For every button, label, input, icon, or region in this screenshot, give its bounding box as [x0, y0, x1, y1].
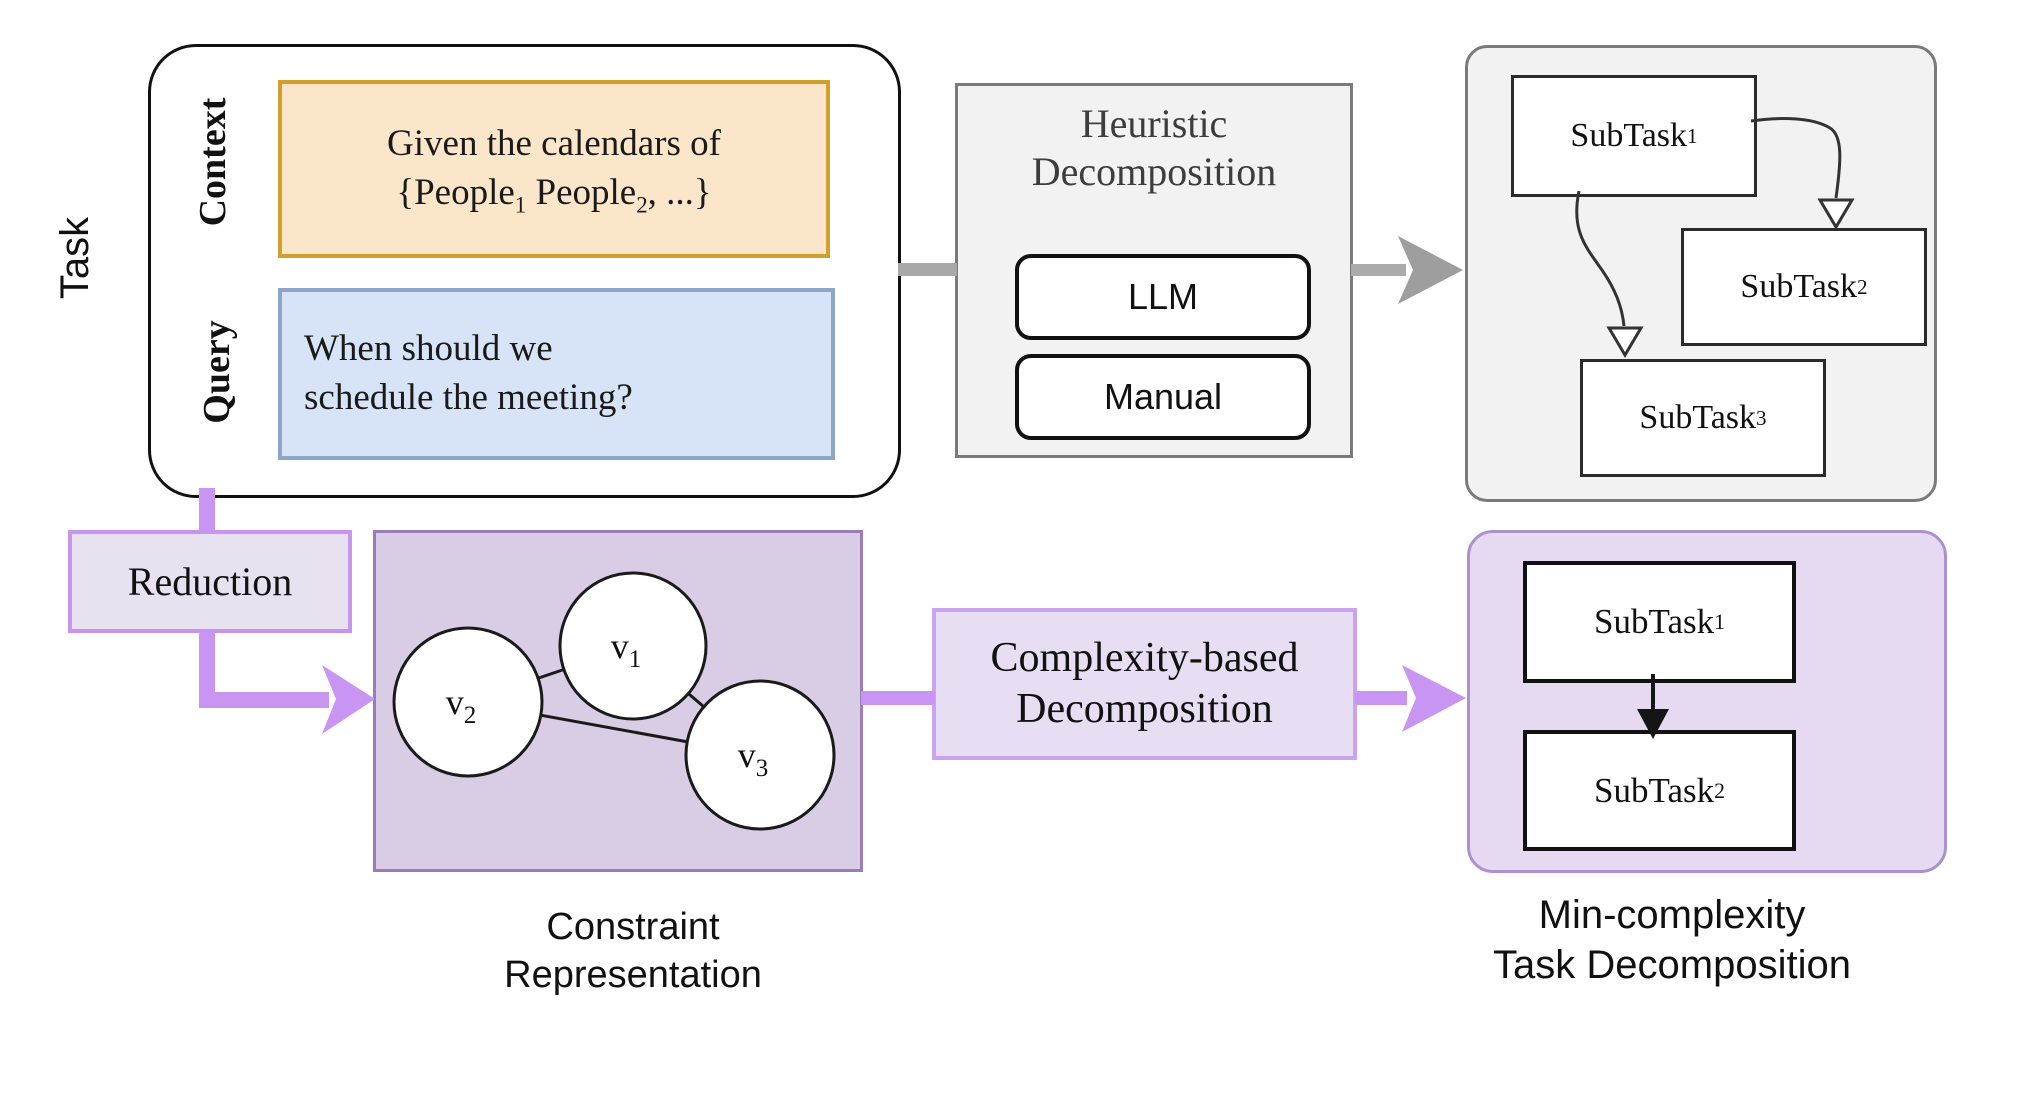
query-line2: schedule the meeting?	[304, 377, 633, 418]
task-to-heuristic-connector	[898, 263, 957, 276]
complexity-based-decomposition-box: Complexity-based Decomposition	[932, 608, 1357, 760]
gray-arrow-head-icon	[1398, 236, 1463, 304]
task-label: Task	[53, 216, 97, 300]
complexity-arrow-shaft	[1355, 691, 1407, 705]
context-label: Context	[192, 97, 234, 227]
heuristic-title: Heuristic Decomposition	[1031, 101, 1277, 194]
reduction-arrow-head-icon	[322, 665, 375, 734]
llm-box: LLM	[1015, 254, 1311, 340]
reduction-vertical-connector	[199, 631, 215, 708]
complexity-arrow-head-icon	[1402, 665, 1466, 732]
min-complexity-caption: Min-complexity Task Decomposition	[1493, 893, 1851, 987]
constraint-to-complexity-connector	[861, 691, 935, 705]
constraint-representation-panel	[373, 530, 863, 872]
heuristic-decomposition-panel: Heuristic Decomposition LLM Manual	[955, 83, 1353, 458]
reduction-horizontal-connector	[199, 692, 329, 708]
context-line2: {People1 People2, ...}	[396, 172, 712, 218]
query-label: Query	[196, 320, 238, 424]
context-text-box: Given the calendars of {People1 People2,…	[278, 80, 830, 258]
gray-arrow-shaft	[1351, 264, 1406, 276]
query-line1: When should we	[304, 328, 553, 370]
query-text-box: When should we schedule the meeting?	[278, 288, 835, 460]
reduction-box: Reduction	[68, 530, 352, 633]
context-line1: Given the calendars of	[387, 123, 721, 165]
constraint-caption: Constraint Representation	[504, 906, 762, 996]
manual-box: Manual	[1015, 354, 1311, 440]
